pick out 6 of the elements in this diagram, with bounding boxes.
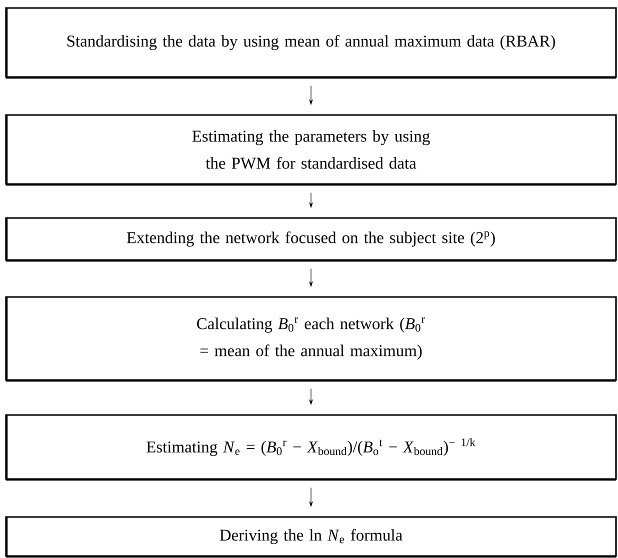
- process-box: Estimating N$_{e}$ = (B$_{0}$$^{r}$ − X$_{bound}$)/(B$_{o}$$^{t}$ − X$_{bound}$)$^{− 1/k}$: [5, 414, 617, 481]
- process-box: Standardising the data by using mean of annual maximum data (RBAR): [5, 7, 617, 79]
- process-box: Extending the network focused on the subject site (2$^{p}$): [5, 217, 617, 262]
- process-box: Estimating the parameters by using the PWM for standardised data: [5, 114, 617, 186]
- process-box: Deriving the ln N$_{e}$ formula: [5, 516, 617, 558]
- process-box: Calculating B$_{0}$$^{r}$ each network (B$_{0}$r = mean of the annual maximum): [5, 296, 617, 382]
